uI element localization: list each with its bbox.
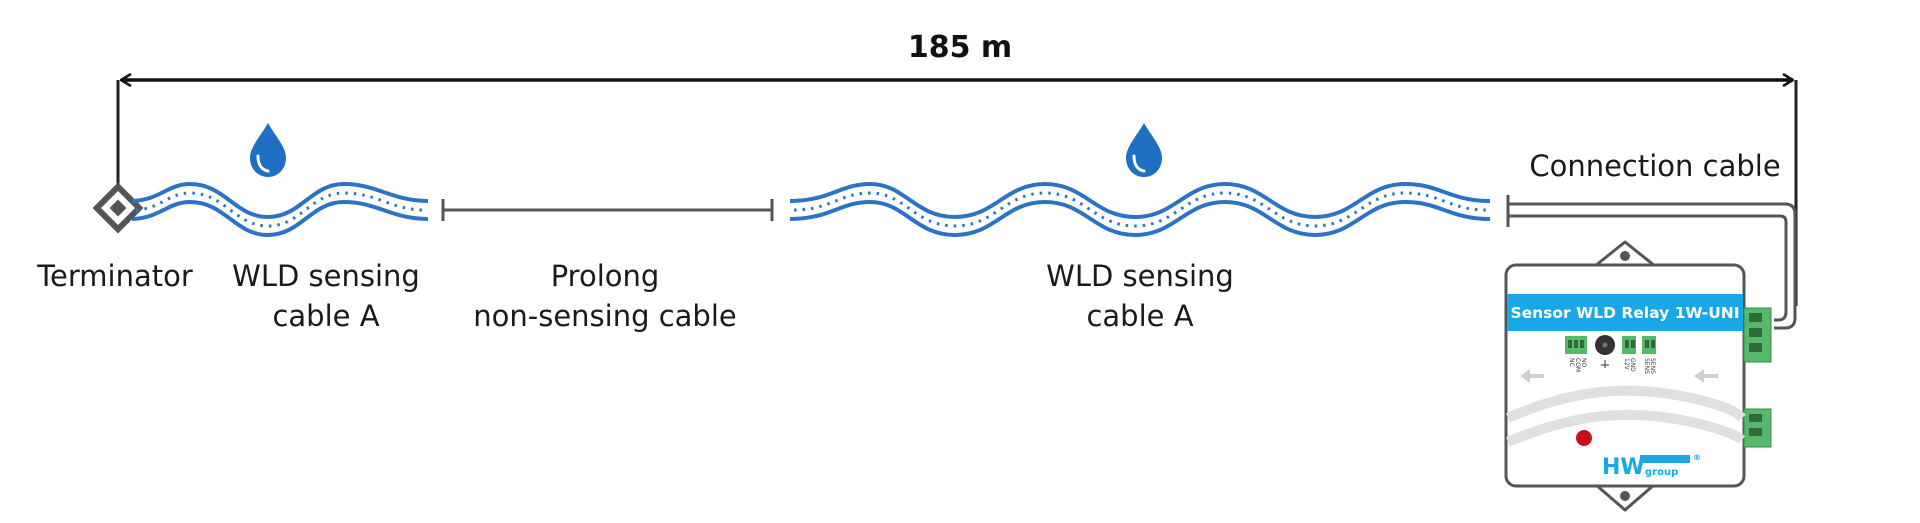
pin-label: NC [1568, 358, 1575, 367]
side-connector-bottom [1743, 408, 1772, 448]
label-line: Prolong [550, 259, 660, 293]
power-symbol-icon [1601, 360, 1609, 368]
pin-label: COM [1574, 358, 1581, 372]
connection-cable-label: Connection cable [1529, 149, 1781, 183]
logo-main: HW [1602, 455, 1645, 480]
wld-sensing-cable-left-label: WLD sensing cable A [206, 256, 446, 336]
side-connector-top [1743, 307, 1772, 363]
label-line: cable A [272, 299, 380, 333]
label-line: cable A [1086, 299, 1194, 333]
sensor-device: NC COM NO 12V GND SENS SENS HW group ® [1504, 240, 1772, 512]
device-title: Sensor WLD Relay 1W-UNI [1510, 304, 1739, 322]
direction-arrow-icon [1520, 369, 1718, 383]
pin-label: SENS [1643, 358, 1650, 374]
led-icon [1576, 430, 1592, 446]
label-line: WLD sensing [232, 259, 420, 293]
sense-terminal [1642, 336, 1656, 354]
terminator-icon [92, 182, 144, 234]
distance-label: 185 m [907, 30, 1013, 65]
wld-sensing-cable-right [789, 181, 1491, 238]
power-terminal [1622, 336, 1636, 354]
pin-label: GND [1629, 358, 1636, 372]
water-drop-icon [250, 123, 286, 177]
wld-sensing-cable-left [131, 181, 429, 238]
relay-terminal [1565, 336, 1587, 354]
pin-label: SENS [1649, 358, 1656, 374]
label-line: non-sensing cable [473, 299, 737, 333]
prolong-cable [441, 199, 774, 221]
terminator-label: Terminator [37, 259, 193, 293]
label-line: WLD sensing [1046, 259, 1234, 293]
wld-sensing-cable-right-label: WLD sensing cable A [1020, 256, 1260, 336]
connection-cable [1506, 195, 1797, 330]
logo-mark: ® [1693, 453, 1701, 462]
water-drop-icon [1126, 123, 1162, 177]
device-title-banner [1507, 294, 1743, 331]
prolong-cable-label: Prolong non-sensing cable [450, 256, 760, 336]
pin-label: 12V [1623, 358, 1630, 371]
logo-sub: group [1645, 467, 1678, 478]
hw-group-logo: HW group ® [1602, 453, 1701, 480]
pin-label: NO [1580, 358, 1587, 367]
buzzer-icon [1595, 335, 1615, 355]
